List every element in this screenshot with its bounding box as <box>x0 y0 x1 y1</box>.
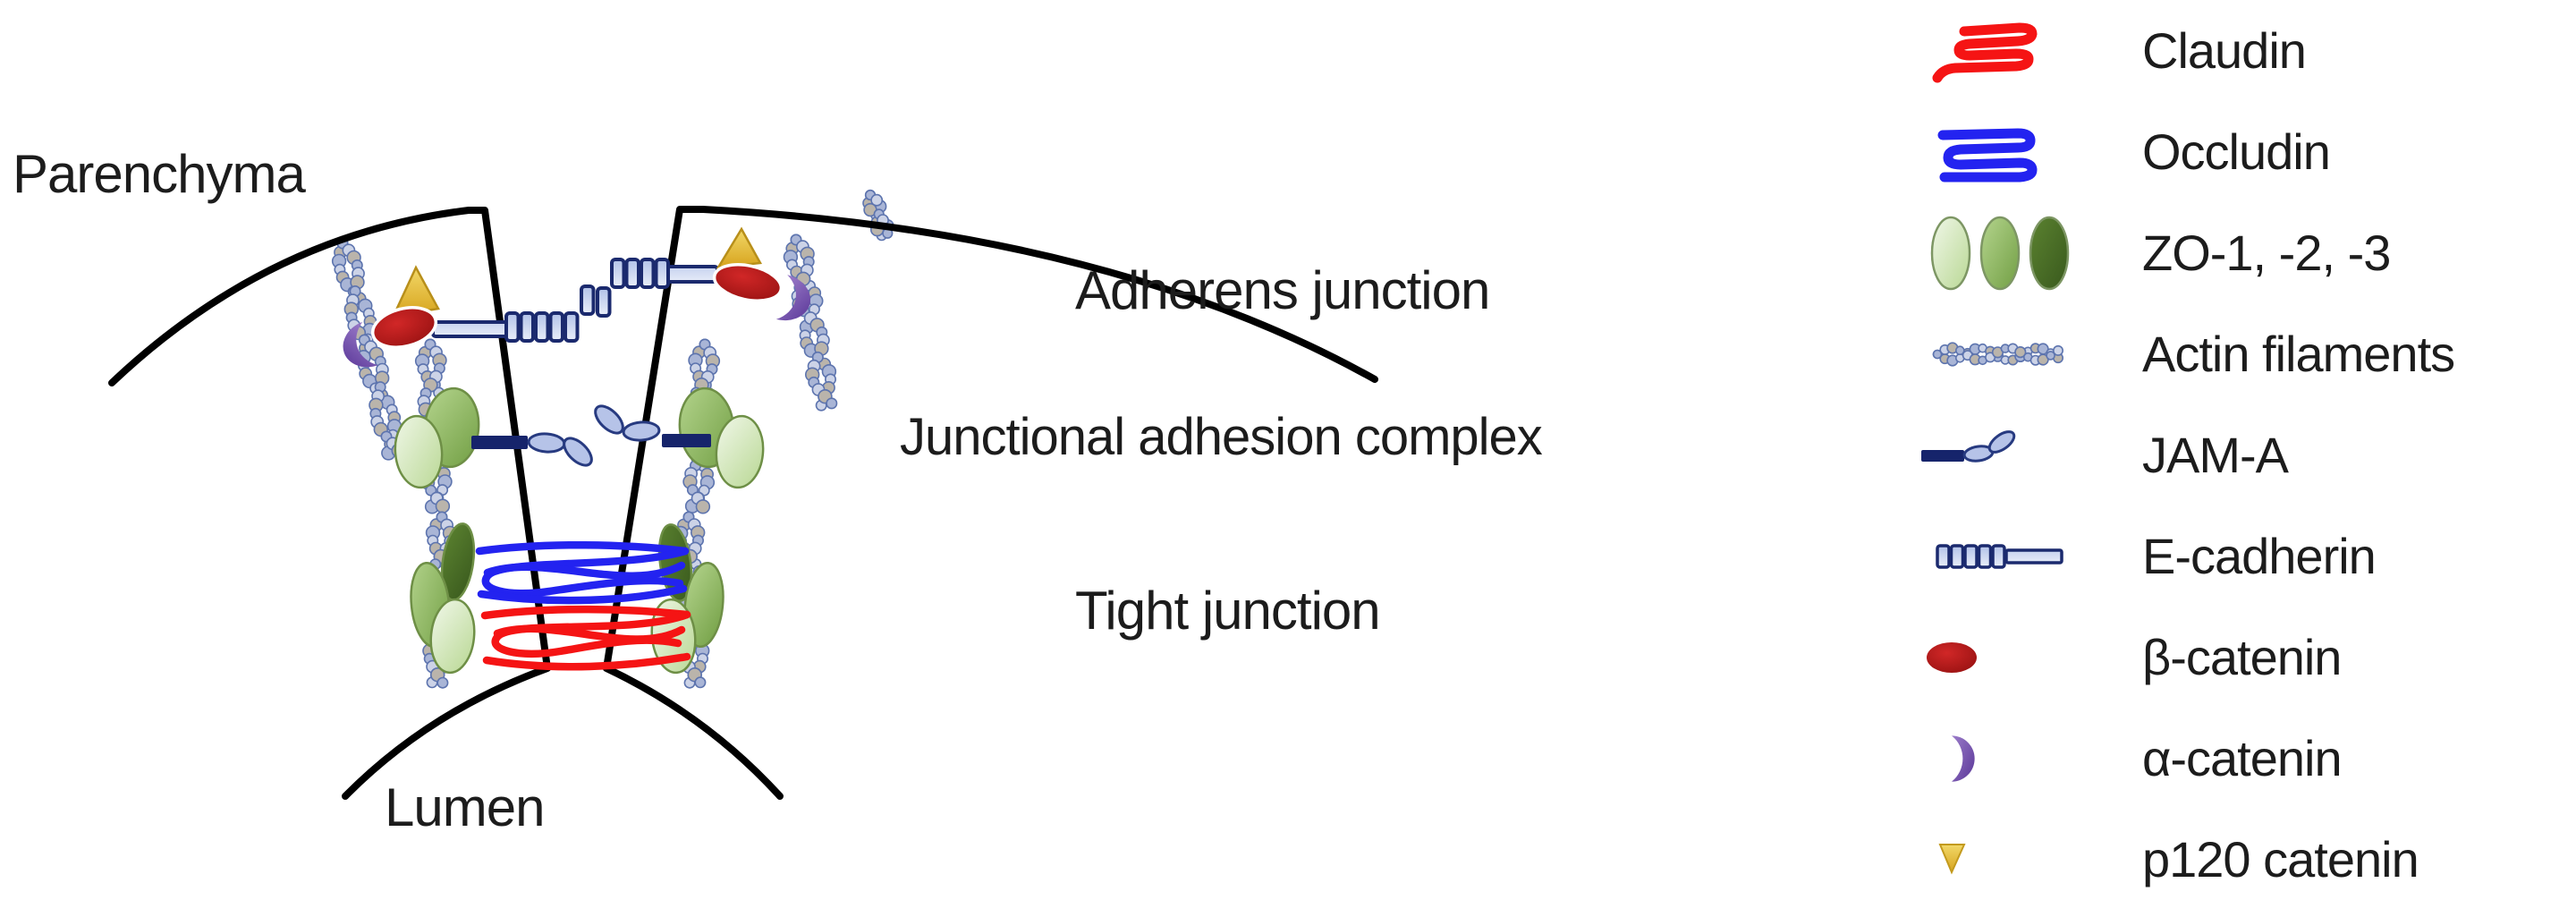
e-cadherin-right <box>596 258 719 318</box>
actin-filament-right-aj <box>783 233 838 412</box>
junctional-adhesion-complex-label: Junctional adhesion complex <box>900 408 1543 466</box>
actin-filament-left-aj <box>331 237 406 461</box>
legend-label: Claudin <box>2142 22 2307 79</box>
legend-row-actin: Actin filaments <box>1911 303 2455 404</box>
cell-membranes <box>108 206 1378 800</box>
adherens-junction-structure <box>336 226 816 375</box>
legend-label: β-catenin <box>2142 629 2342 685</box>
beta-catenin-icon <box>1927 641 1977 673</box>
beta-catenin-left <box>370 306 438 349</box>
adherens-junction-label: Adherens junction <box>1075 260 1490 320</box>
legend: Claudin Occludin ZO-1, -2, -3 Actin fi <box>1911 0 2455 910</box>
legend-row-occludin: Occludin <box>1911 101 2454 202</box>
legend-row-jam-a: JAM-A <box>1911 404 2454 505</box>
legend-row-e-cadherin: E-cadherin <box>1911 505 2454 607</box>
claudin-icon <box>1932 22 2038 82</box>
legend-label: JAM-A <box>2142 427 2289 483</box>
jam-a-dimers <box>527 404 661 467</box>
actin-filament-right-top <box>862 189 894 242</box>
cell-membrane-left <box>108 207 551 800</box>
cell-membrane-right <box>603 206 1378 800</box>
e-cadherin-left <box>431 284 596 343</box>
legend-row-claudin: Claudin <box>1911 0 2454 101</box>
zo-light-ellipse <box>429 598 476 675</box>
tight-junction-label: Tight junction <box>1075 581 1381 641</box>
legend-row-alpha-catenin: α-catenin <box>1911 708 2454 809</box>
legend-label: Occludin <box>2142 123 2331 180</box>
legend-row-p120-catenin: p120 catenin <box>1911 809 2454 910</box>
occludin-strands <box>475 541 690 605</box>
junctional-adhesion-complex-structure <box>394 386 765 489</box>
claudin-strands <box>480 605 691 671</box>
alpha-catenin-icon <box>1952 734 1975 782</box>
legend-label: p120 catenin <box>2142 831 2419 887</box>
legend-label: ZO-1, -2, -3 <box>2142 225 2391 281</box>
e-cadherin-icon <box>1936 543 2063 569</box>
actin-filaments-icon <box>1932 341 2064 367</box>
legend-row-beta-catenin: β-catenin <box>1911 607 2454 708</box>
legend-row-zo: ZO-1, -2, -3 <box>1911 202 2454 303</box>
legend-label: E-cadherin <box>2142 528 2377 584</box>
p120-catenin-icon <box>1938 843 1966 875</box>
occludin-icon <box>1937 128 2038 182</box>
legend-label: α-catenin <box>2142 730 2343 786</box>
zo-proteins-icon <box>1930 216 2070 290</box>
beta-catenin-right <box>712 263 784 302</box>
zo-proteins-left-jac <box>394 386 480 489</box>
p120-catenin-right <box>716 226 763 269</box>
tight-junction-structure <box>410 522 724 675</box>
lumen-label: Lumen <box>385 777 545 837</box>
jam-a-icon <box>1921 429 2016 463</box>
legend-label: Actin filaments <box>2142 326 2455 382</box>
jam-a-bar-right <box>662 434 711 447</box>
parenchyma-label: Parenchyma <box>13 144 306 204</box>
zo-proteins-left-tj <box>410 522 476 675</box>
jam-a-bar-left <box>471 436 528 449</box>
zo-light-ellipse <box>715 414 765 489</box>
zo-light-ellipse <box>394 414 444 489</box>
